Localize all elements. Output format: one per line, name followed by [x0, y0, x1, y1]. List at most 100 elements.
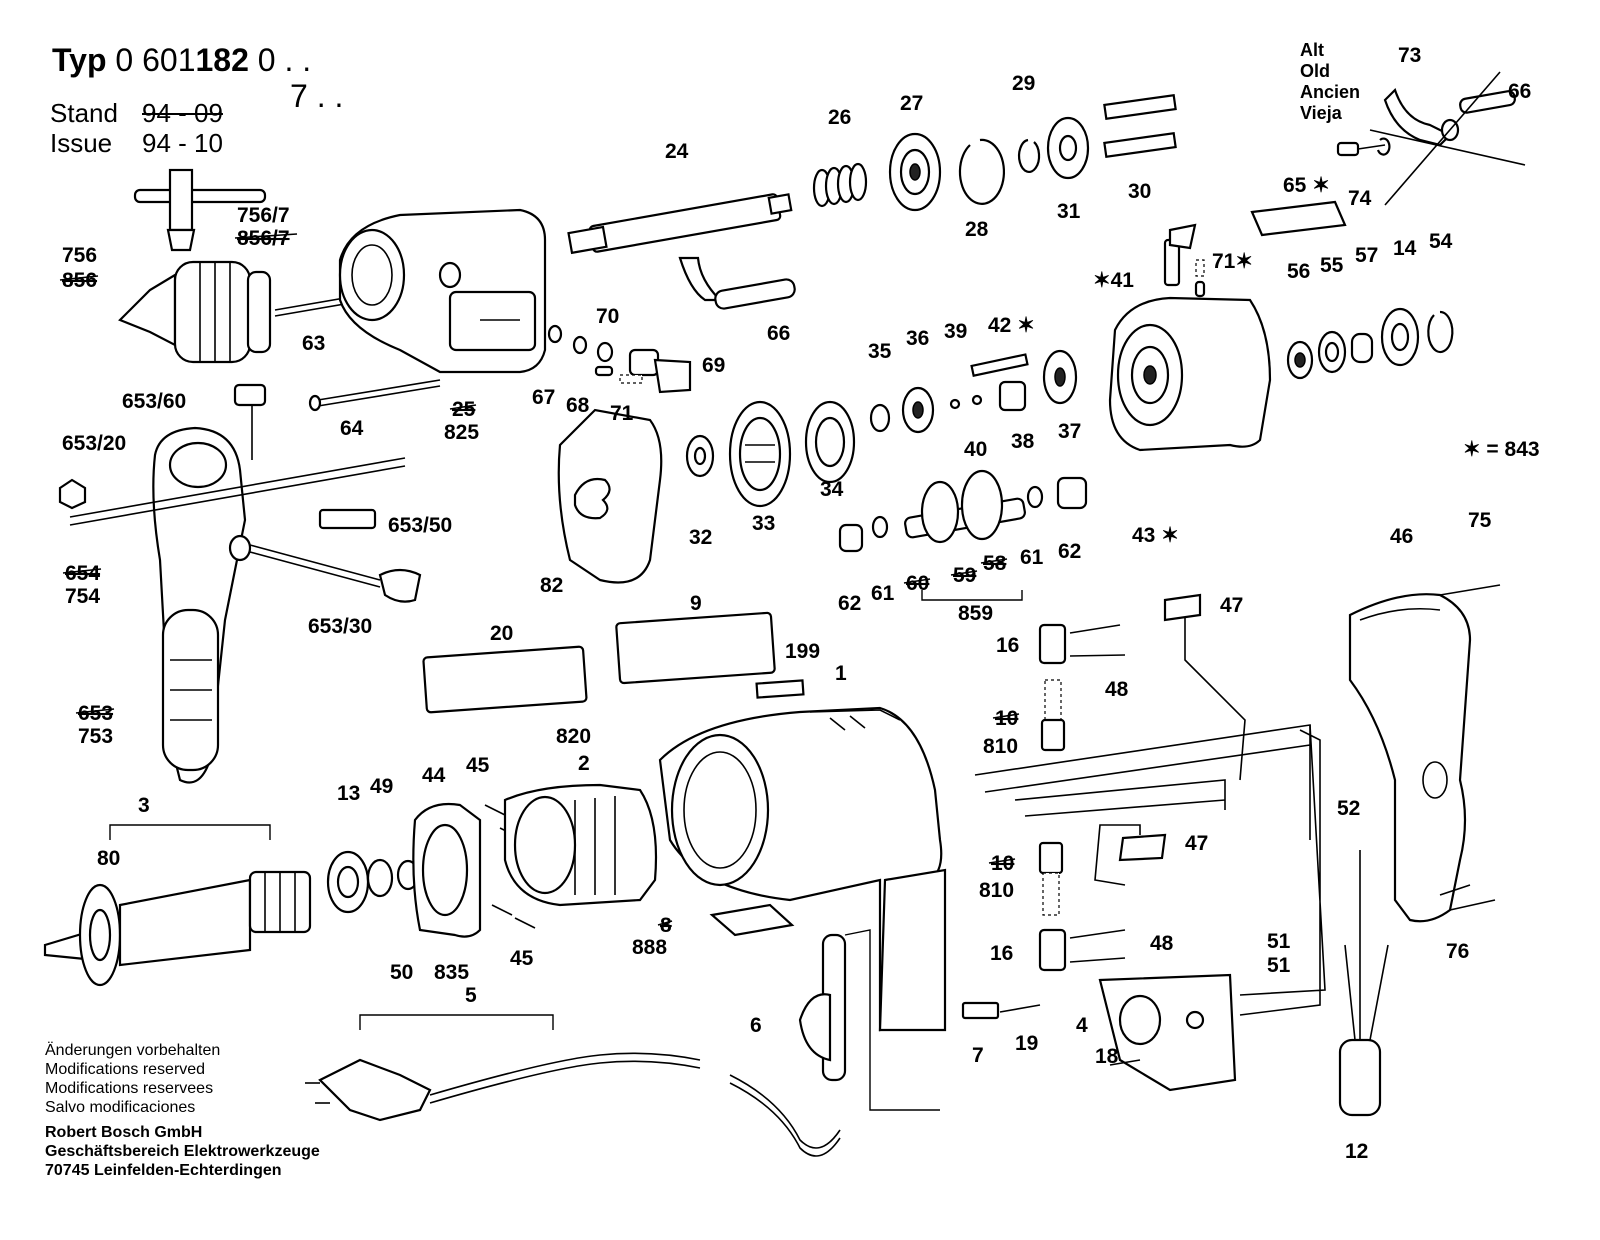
part-label-60: 60	[906, 572, 929, 595]
brush-10-top	[1040, 679, 1066, 752]
strike-line	[75, 708, 115, 714]
circlip-28	[958, 138, 1005, 205]
part-label-45b: 45	[510, 947, 534, 970]
bushing-38	[998, 380, 1027, 412]
part-label-38: 38	[1011, 430, 1035, 453]
ancien-line: Ancien	[1300, 82, 1361, 102]
part-label-65: 65 ✶	[1283, 174, 1330, 197]
ball-40	[971, 394, 983, 406]
part-label-40: 40	[964, 438, 987, 461]
slide-30	[1103, 93, 1177, 159]
part-label-61a: 61	[871, 582, 895, 605]
part-label-42: 42 ✶	[988, 314, 1035, 337]
footer-line-3: Modifications reservees	[45, 1080, 214, 1097]
issue-value: 94 - 10	[142, 128, 223, 158]
vieja-line: Vieja	[1300, 103, 1342, 123]
part-label-31: 31	[1057, 200, 1081, 223]
part-label-48a: 48	[1105, 678, 1129, 701]
washer-67	[547, 324, 563, 344]
part-label-12: 12	[1345, 1140, 1368, 1163]
washer-35	[869, 403, 891, 433]
part-label-29: 29	[1012, 72, 1035, 95]
part-label-45a: 45	[466, 754, 490, 777]
wire-47-top	[1184, 618, 1246, 781]
part-label-47a: 47	[1220, 594, 1243, 617]
screw-45-bottom-1	[491, 904, 513, 916]
clamp-7	[961, 1001, 1000, 1020]
intermediate-shaft	[904, 469, 1026, 544]
plate-8	[709, 903, 795, 937]
strike-line	[449, 404, 477, 410]
part-label-55: 55	[1320, 254, 1344, 277]
part-label-13: 13	[337, 782, 360, 805]
part-label-10a: 10	[995, 707, 1018, 730]
footer-line-2: Modifications reserved	[45, 1061, 206, 1078]
part-label-56a: 56	[1287, 260, 1310, 283]
part-label-32: 32	[689, 526, 712, 549]
part-label-28: 28	[965, 218, 989, 241]
strike-line	[992, 713, 1020, 719]
part-label-71a: 71✶	[1212, 250, 1253, 273]
footer-line-1: Änderungen vorbehalten	[45, 1042, 221, 1059]
typ-number-a: 0 601	[115, 42, 196, 78]
issue-label: Issue	[50, 128, 113, 158]
part-label-62b: 62	[1058, 540, 1081, 563]
pin-71-top	[1194, 280, 1206, 298]
part-label-58: 58	[983, 552, 1007, 575]
brush-holder-16-bottom	[1038, 928, 1126, 972]
strike-line	[657, 920, 673, 926]
clutch-36	[901, 386, 935, 434]
part-label-754: 754	[65, 585, 100, 608]
screw-18	[1109, 1059, 1141, 1066]
part-label-66a: 66	[1508, 80, 1531, 103]
part-label-810a: 810	[983, 735, 1018, 758]
part-label-80: 80	[97, 847, 120, 870]
part-label-654: 654	[65, 562, 100, 585]
part-label-9: 9	[690, 592, 702, 615]
label-199	[755, 679, 805, 699]
part-label-43: 43 ✶	[1132, 524, 1179, 547]
shift-fork-66	[678, 256, 796, 310]
wires-52	[1344, 850, 1389, 1041]
typ-number-b: 182	[195, 42, 249, 78]
bracket-859	[921, 590, 1023, 601]
screw-64	[308, 379, 441, 412]
alt-legend: Alt Old Ancien Vieja	[1300, 40, 1360, 124]
part-label-82: 82	[540, 574, 563, 597]
air-guide-44	[412, 802, 482, 938]
cable-guard-6	[798, 929, 940, 1111]
field-coil	[503, 783, 658, 907]
part-label-35: 35	[868, 340, 892, 363]
part-label-57: 57	[1355, 244, 1378, 267]
handle-shell-46	[1348, 593, 1472, 923]
part-label-6: 6	[750, 1014, 762, 1037]
part-label-5: 5	[465, 984, 477, 1007]
part-label-61b: 61	[1020, 546, 1044, 569]
typ-label: Typ	[52, 42, 107, 78]
part-label-810b: 810	[979, 879, 1014, 902]
washer-55	[1317, 330, 1347, 374]
footer-company-3: 70745 Leinfelden-Echterdingen	[45, 1162, 282, 1179]
shift-fork-73	[1369, 71, 1526, 206]
type-heading: Typ 0 601182 0 . .	[52, 42, 311, 79]
part-label-20: 20	[490, 622, 513, 645]
bearing-flange-43	[1108, 296, 1272, 452]
knob-69	[628, 348, 692, 394]
part-label-8: 8	[660, 914, 672, 937]
part-label-39: 39	[944, 320, 967, 343]
lever-41	[1163, 223, 1197, 287]
wire-51	[1239, 724, 1326, 1016]
footer-company-2: Geschäftsbereich Elektrowerkzeuge	[45, 1143, 320, 1160]
part-label-37: 37	[1058, 420, 1081, 443]
washer-70	[596, 341, 614, 363]
circlip-54	[1427, 310, 1454, 354]
label-20	[422, 645, 588, 714]
part-label-46: 46	[1390, 525, 1413, 548]
part-label-825: 825	[444, 421, 479, 444]
part-label-888: 888	[632, 936, 667, 959]
screw-74	[1336, 137, 1391, 157]
part-label-835: 835	[434, 961, 469, 984]
gear-33	[728, 400, 792, 508]
